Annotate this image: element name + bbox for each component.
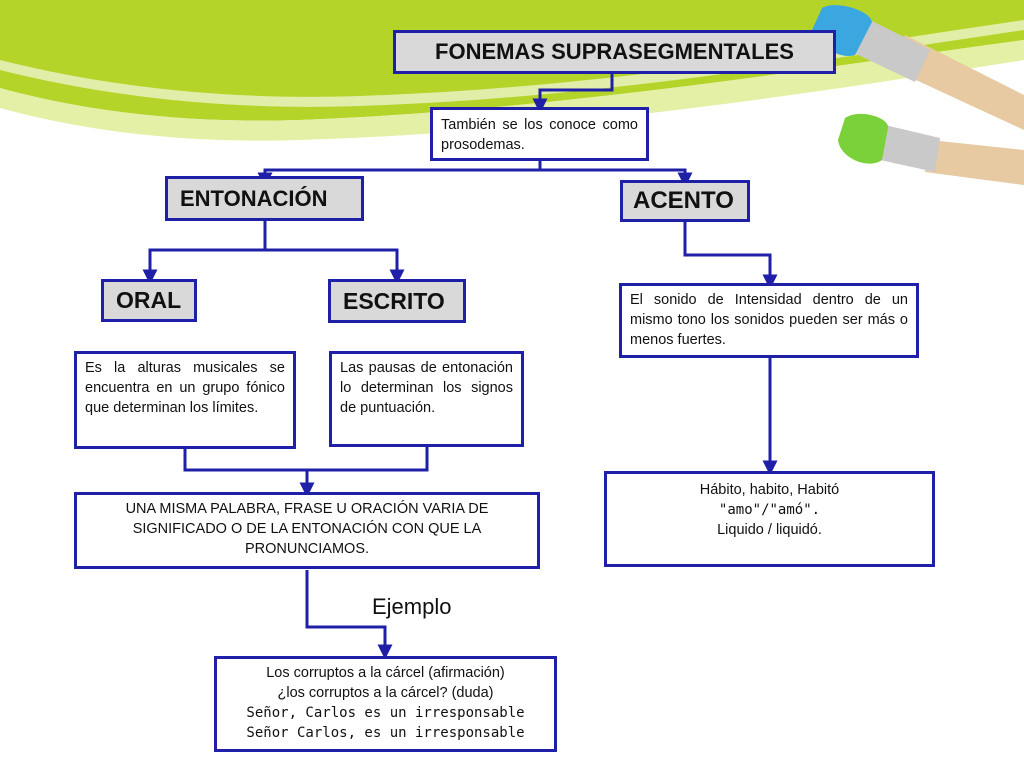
oral-label: ORAL <box>116 287 182 313</box>
connector-to-acento <box>540 168 693 188</box>
white-wave-stripe <box>0 20 1024 107</box>
connector-summary-example <box>305 570 393 660</box>
acento-description: El sonido de Intensidad dentro de un mis… <box>630 292 908 348</box>
acento-label: ACENTO <box>633 187 734 214</box>
example-line: Los corruptos a la cárcel (afirmación) <box>266 665 505 681</box>
escrito-description: Las pausas de entonación lo determinan l… <box>340 360 513 416</box>
page-title: FONEMAS SUPRASEGMENTALES <box>435 39 794 64</box>
acento-box: ACENTO <box>620 180 750 222</box>
connector-escrito-summary <box>299 447 429 498</box>
example-line: Señor Carlos, es un irresponsable <box>246 725 525 741</box>
oral-box: ORAL <box>101 279 197 322</box>
entonacion-examples-box: Los corruptos a la cárcel (afirmación) ¿… <box>214 656 557 752</box>
entonacion-label: ENTONACIÓN <box>180 185 328 211</box>
example-label: Ejemplo <box>372 594 452 619</box>
example-line: Señor, Carlos es un irresponsable <box>246 705 525 721</box>
acento-example-line: Liquido / liquidó. <box>717 522 822 538</box>
oral-description-box: Es la alturas musicales se encuentra en … <box>74 351 296 449</box>
green-paintbrush-icon <box>838 113 1024 185</box>
acento-example-line: Hábito, habito, Habitó <box>699 482 840 498</box>
escrito-box: ESCRITO <box>328 279 466 323</box>
connector-to-escrito <box>265 248 405 285</box>
escrito-description-box: Las pausas de entonación lo determinan l… <box>329 351 524 447</box>
example-line: ¿los corruptos a la cárcel? (duda) <box>277 685 494 701</box>
connector-title-intro <box>532 72 614 114</box>
acento-example-line: "amo"/"amó". <box>718 502 821 518</box>
summary-box: UNA MISMA PALABRA, FRASE U ORACIÓN VARIA… <box>74 492 540 569</box>
acento-description-box: El sonido de Intensidad dentro de un mis… <box>619 283 919 358</box>
title-box: FONEMAS SUPRASEGMENTALES <box>393 30 836 74</box>
acento-examples-box: Hábito, habito, Habitó "amo"/"amó". Liqu… <box>604 471 935 567</box>
connector-to-oral <box>142 248 265 285</box>
summary-text: UNA MISMA PALABRA, FRASE U ORACIÓN VARIA… <box>125 501 489 557</box>
connector-oral-summary <box>183 448 307 472</box>
escrito-label: ESCRITO <box>343 287 445 314</box>
intro-text: También se los conoce como prosodemas. <box>441 117 638 153</box>
entonacion-box: ENTONACIÓN <box>165 176 364 221</box>
connector-acento-text <box>683 222 778 290</box>
oral-description: Es la alturas musicales se encuentra en … <box>85 360 285 416</box>
intro-box: También se los conoce como prosodemas. <box>430 107 649 161</box>
